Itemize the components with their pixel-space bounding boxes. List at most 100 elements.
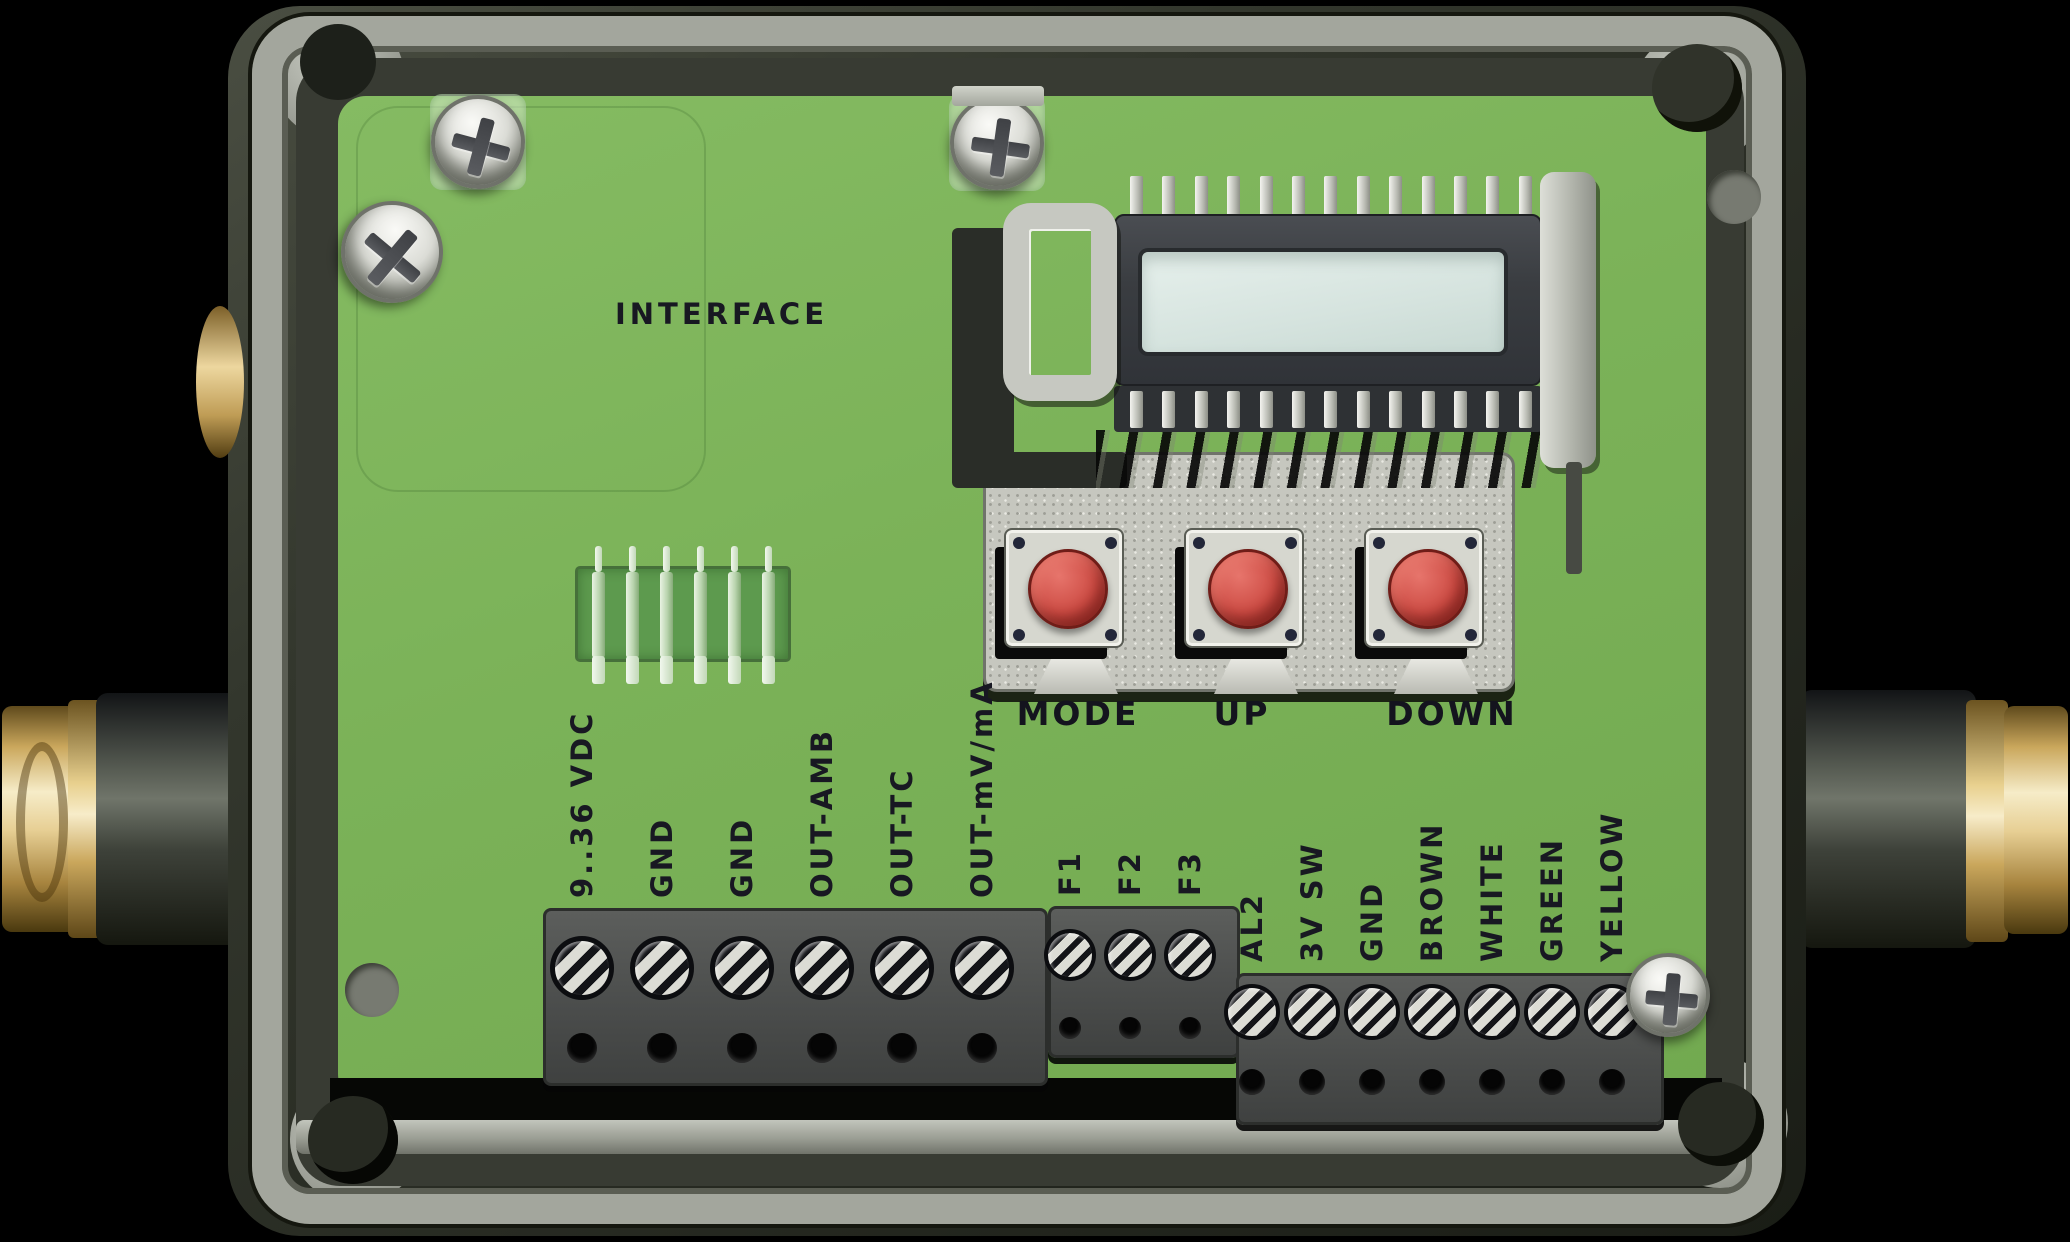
- side-plug-brass: [196, 306, 244, 458]
- connector-pin-bottom: [660, 656, 673, 684]
- cable-gland-left-recess: [16, 742, 68, 902]
- display-pin-top: [1421, 176, 1435, 218]
- connector-pin: [660, 572, 673, 658]
- wire-hole: [1179, 1017, 1201, 1039]
- mode-button[interactable]: [1028, 549, 1108, 629]
- wire-hole: [1419, 1069, 1445, 1095]
- wire-hole: [567, 1033, 597, 1063]
- terminal-screw: [630, 936, 694, 1000]
- terminal-label: F2: [1113, 850, 1147, 896]
- terminal-screw: [1284, 984, 1340, 1040]
- terminal-screw: [1344, 984, 1400, 1040]
- connector-pin-bottom: [694, 656, 707, 684]
- screw-hole-top-right: [1707, 170, 1761, 224]
- terminal-block-function: [1048, 906, 1240, 1058]
- wire-hole: [647, 1033, 677, 1063]
- connector-pin: [762, 572, 775, 658]
- connector-pin-top: [731, 546, 738, 572]
- terminal-screw: [1164, 929, 1216, 981]
- mounting-hole-bottom-right: [1678, 1082, 1764, 1166]
- display-pin-bottom: [1486, 391, 1500, 428]
- mounting-hole-bottom-left: [308, 1096, 398, 1184]
- terminal-screw: [870, 936, 934, 1000]
- display-pin-bottom: [1194, 391, 1208, 428]
- connector-pin: [728, 572, 741, 658]
- terminal-label: F3: [1173, 850, 1207, 896]
- tactile-switch: [1184, 528, 1304, 648]
- display-pin-top: [1194, 176, 1208, 218]
- switch-pin-dot: [1105, 629, 1117, 641]
- terminal-label: GND: [1355, 880, 1389, 962]
- display-pin-bottom: [1356, 391, 1370, 428]
- up-button[interactable]: [1208, 549, 1288, 629]
- board-label: INTERFACE: [615, 297, 829, 331]
- lid-bottom-rail: [296, 1120, 1744, 1154]
- connector-pin-bottom: [728, 656, 741, 684]
- terminal-label: YELLOW: [1595, 810, 1629, 962]
- connector-pin: [694, 572, 707, 658]
- display-pin-top: [1356, 176, 1370, 218]
- display-pin-bottom: [1259, 391, 1273, 428]
- mode-button-label: MODE: [1016, 694, 1140, 733]
- screw-slot: [1662, 972, 1681, 1026]
- cable-gland-right-ring: [1966, 700, 2008, 942]
- switch-pin-dot: [1465, 629, 1477, 641]
- display-pin-top: [1259, 176, 1273, 218]
- switch-pin-dot: [1465, 537, 1477, 549]
- connector-pin-top: [697, 546, 704, 572]
- switch-pin-dot: [1285, 537, 1297, 549]
- terminal-label: GND: [725, 816, 759, 898]
- terminal-label: GND: [645, 816, 679, 898]
- terminal-label: OUT-mV/mA: [965, 679, 999, 898]
- connector-pin-bottom: [762, 656, 775, 684]
- switch-pin-dot: [1013, 537, 1025, 549]
- down-button[interactable]: [1388, 549, 1468, 629]
- wire-hole: [1479, 1069, 1505, 1095]
- terminal-block-left: [543, 908, 1048, 1086]
- terminal-label: 9..36 VDC: [565, 710, 599, 898]
- terminal-label: AL2: [1235, 891, 1269, 962]
- switch-pin-dot: [1013, 629, 1025, 641]
- display-pin-legs: [1096, 430, 1548, 488]
- wire-hole: [1119, 1017, 1141, 1039]
- connector-pin: [626, 572, 639, 658]
- connector-pin-top: [765, 546, 772, 572]
- terminal-label: BROWN: [1415, 821, 1449, 962]
- terminal-screw: [1044, 929, 1096, 981]
- terminal-screw: [790, 936, 854, 1000]
- wire-hole: [807, 1033, 837, 1063]
- display-pin-bottom: [1389, 391, 1403, 428]
- wire-hole: [1359, 1069, 1385, 1095]
- display-pin-bottom: [1421, 391, 1435, 428]
- connector-pin-bottom: [626, 656, 639, 684]
- wire-hole: [887, 1033, 917, 1063]
- terminal-label: OUT-TC: [885, 767, 919, 898]
- display-pin-top: [1486, 176, 1500, 218]
- display-pin-top: [1162, 176, 1176, 218]
- wire-hole: [1239, 1069, 1265, 1095]
- wire-hole: [1059, 1017, 1081, 1039]
- terminal-screw: [550, 936, 614, 1000]
- display-pin-top: [1389, 176, 1403, 218]
- screw-hole-bottom-left: [345, 963, 399, 1017]
- display-pin-top: [1518, 176, 1532, 218]
- screw-retainer-tab: [952, 86, 1044, 106]
- display-pin-bottom: [1227, 391, 1241, 428]
- display-bracket-right: [1540, 172, 1596, 468]
- display-pin-top: [1130, 176, 1143, 218]
- mounting-hole-top-left: [300, 24, 376, 100]
- up-button-label: UP: [1213, 694, 1271, 733]
- switch-pin-dot: [1193, 629, 1205, 641]
- wire-hole: [727, 1033, 757, 1063]
- display-pin-bottom: [1162, 391, 1176, 428]
- tactile-switch: [1364, 528, 1484, 648]
- terminal-screw: [1404, 984, 1460, 1040]
- terminal-label: F1: [1053, 850, 1087, 896]
- terminal-screw: [710, 936, 774, 1000]
- interface-connector: [575, 566, 791, 662]
- connector-pin: [592, 572, 605, 658]
- display-pin-bottom: [1130, 391, 1143, 428]
- terminal-label: 3V SW: [1295, 841, 1329, 962]
- terminal-screw: [1104, 929, 1156, 981]
